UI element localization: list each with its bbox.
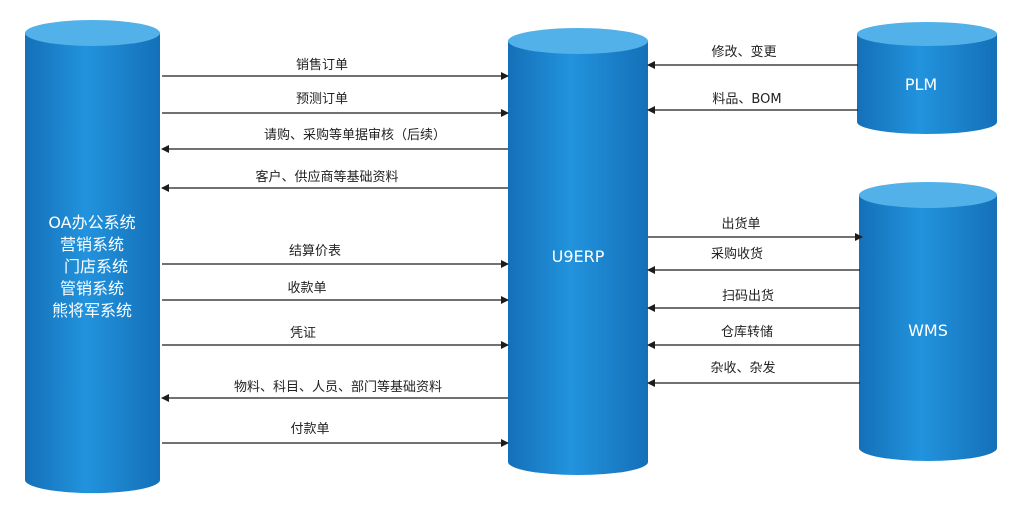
edge-scan-shipping-label: 扫码出货	[722, 288, 774, 304]
edges-plm-center: 修改、变更 料品、BOM	[647, 44, 858, 114]
edge-voucher-label: 凭证	[290, 326, 316, 341]
left-system-name-4: 管销系统	[60, 279, 124, 298]
edge-purchase-approval-label: 请购、采购等单据审核（后续）	[264, 127, 446, 143]
left-system-name-2: 营销系统	[60, 235, 124, 254]
edge-purchase-receipt-label: 采购收货	[711, 246, 763, 262]
cylinder-u9erp: U9ERP	[508, 28, 648, 475]
wms-label: WMS	[908, 321, 948, 340]
cylinder-wms: WMS	[859, 182, 997, 461]
edges-wms-center: 出货单 采购收货 扫码出货 仓库转储 杂收、杂发	[647, 216, 863, 387]
edge-misc-receipt-issue-label: 杂收、杂发	[710, 360, 775, 376]
edge-customer-supplier-label: 客户、供应商等基础资料	[255, 169, 398, 185]
edge-item-bom-label: 料品、BOM	[712, 92, 781, 107]
cylinder-left-systems: OA办公系统 营销系统 门店系统 管销系统 熊将军系统	[25, 20, 160, 494]
edge-master-data-label: 物料、科目、人员、部门等基础资料	[234, 379, 442, 395]
edges-left-center: 销售订单 预测订单 请购、采购等单据审核（后续） 客户、供应商等基础资料 结算价…	[161, 57, 509, 447]
edge-payment-label: 付款单	[290, 422, 329, 437]
edge-modify-change-label: 修改、变更	[711, 44, 776, 60]
plm-label: PLM	[905, 75, 937, 94]
left-system-name-5: 熊将军系统	[52, 301, 132, 320]
cylinder-plm: PLM	[857, 22, 997, 134]
edge-warehouse-transfer-label: 仓库转储	[721, 324, 773, 340]
left-system-name-1: OA办公系统	[48, 213, 135, 232]
left-system-name-3: 门店系统	[64, 257, 128, 276]
edge-shipping-order-label: 出货单	[721, 216, 760, 232]
edge-sales-order-label: 销售订单	[296, 57, 348, 73]
u9erp-label: U9ERP	[552, 247, 605, 266]
edge-receipt-label: 收款单	[287, 281, 326, 296]
edge-forecast-order-label: 预测订单	[296, 92, 348, 107]
edge-settlement-price-label: 结算价表	[289, 244, 341, 259]
